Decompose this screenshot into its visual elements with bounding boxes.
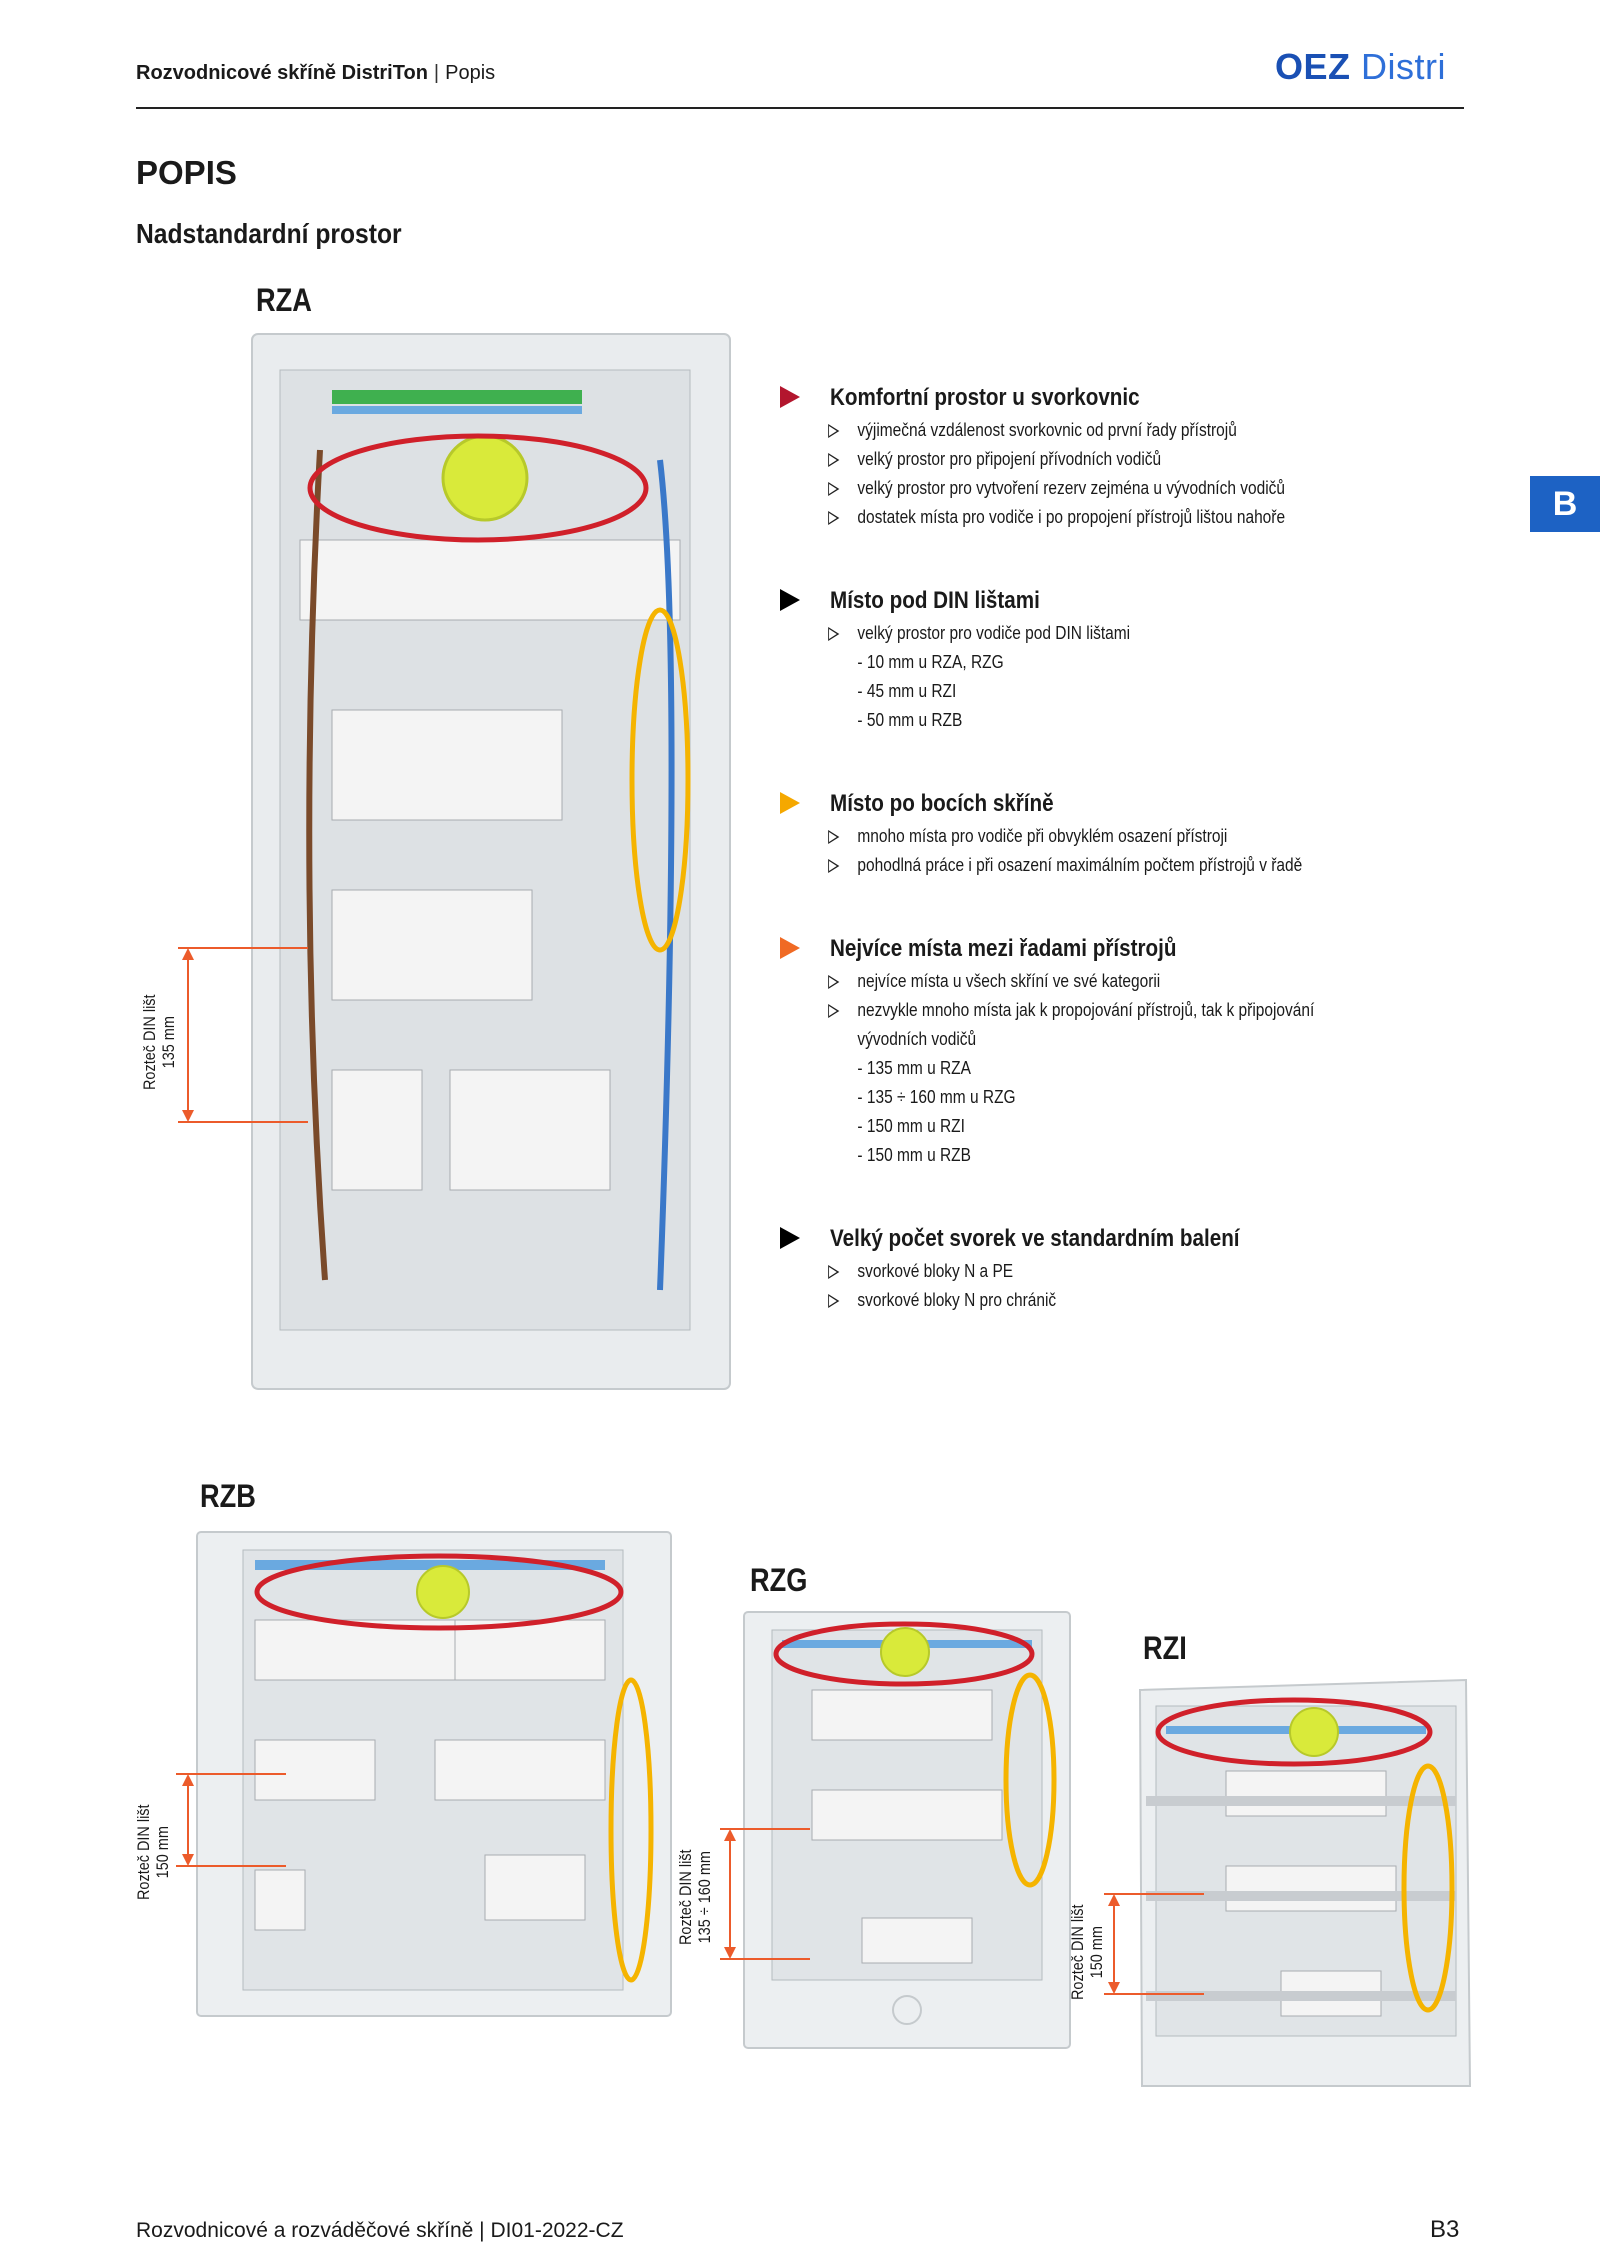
feature-subitem: - 150 mm u RZB — [857, 1145, 971, 1165]
pitch-label-line1: Rozteč DIN lišt — [140, 994, 159, 1090]
rza-pitch-arrow — [178, 947, 308, 1123]
feature-subitem: - 135 mm u RZA — [857, 1058, 971, 1078]
feature-item: nezvykle mnoho místa jak k propojování p… — [780, 996, 1382, 1025]
feature-item: pohodlná práce i při osazení maximálním … — [780, 851, 1382, 880]
footer-text: Rozvodnicové a rozváděčové skříně | DI01… — [136, 2219, 624, 2242]
feature-title: Komfortní prostor u svorkovnic — [830, 384, 1140, 411]
rzi-pitch-label: Rozteč DIN lišt 150 mm — [1068, 1904, 1106, 2000]
page-subtitle: Nadstandardní prostor — [136, 218, 402, 249]
feature-item: velký prostor pro vytvoření rezerv zejmé… — [780, 474, 1382, 503]
feature-subitem: - 45 mm u RZI — [857, 681, 957, 701]
section-tab: B — [1530, 476, 1600, 532]
cabinet-label-rzi: RZI — [1143, 1630, 1187, 1666]
feature-item: nejvíce místa u všech skříní ve své kate… — [780, 967, 1382, 996]
feature-item: velký prostor pro vodiče pod DIN lištami — [780, 619, 1382, 648]
feature-title: Nejvíce místa mezi řadami přístrojů — [830, 935, 1177, 962]
pitch-label-line2: 135 ÷ 160 mm — [695, 1851, 714, 1944]
feature-subitem: - 150 mm u RZI — [857, 1116, 965, 1136]
feature-arrow-icon — [780, 1227, 800, 1249]
feature-item: svorkové bloky N pro chránič — [780, 1286, 1382, 1315]
cabinet-label-rza: RZA — [256, 282, 312, 318]
feature-item: dostatek místa pro vodiče i po propojení… — [780, 503, 1382, 532]
pitch-label-line2: 135 mm — [159, 1016, 178, 1069]
feature-block-1: Komfortní prostor u svorkovnic výjimečná… — [780, 384, 1480, 532]
feature-arrow-icon — [780, 589, 800, 611]
feature-title: Velký počet svorek ve standardním balení — [830, 1225, 1240, 1252]
feature-subitem: vývodních vodičů — [857, 1029, 977, 1049]
rza-cabinet-photo — [251, 333, 731, 1390]
header-separator: | — [433, 62, 440, 84]
rzi-cabinet-photo — [1138, 1678, 1472, 2087]
cabinet-label-rzb: RZB — [200, 1478, 256, 1514]
feature-subitem: - 50 mm u RZB — [857, 710, 963, 730]
feature-arrow-icon — [780, 386, 800, 408]
feature-title: Místo po bocích skříně — [830, 790, 1054, 817]
pitch-label-line1: Rozteč DIN lišt — [1068, 1904, 1087, 2000]
header-section: Popis — [445, 62, 496, 84]
rzb-pitch-arrow — [176, 1773, 286, 1867]
feature-item: výjimečná vzdálenost svorkovnic od první… — [780, 416, 1382, 445]
pitch-label-line2: 150 mm — [1087, 1926, 1106, 1979]
oez-distri-logo: OEZ Distri — [1275, 46, 1446, 88]
feature-block-4: Nejvíce místa mezi řadami přístrojů nejv… — [780, 935, 1480, 1170]
feature-item: velký prostor pro připojení přívodních v… — [780, 445, 1382, 474]
feature-subitem: - 10 mm u RZA, RZG — [857, 652, 1004, 672]
feature-arrow-icon — [780, 792, 800, 814]
cabinet-label-rzg: RZG — [750, 1562, 808, 1598]
header-rule — [136, 107, 1464, 109]
rzg-cabinet-photo — [743, 1611, 1071, 2049]
pitch-label-line2: 150 mm — [153, 1826, 172, 1879]
feature-arrow-icon — [780, 937, 800, 959]
rzb-cabinet-photo — [196, 1531, 672, 2017]
pitch-label-line1: Rozteč DIN lišt — [676, 1849, 695, 1945]
rza-pitch-label: Rozteč DIN lišt 135 mm — [140, 994, 178, 1090]
feature-title: Místo pod DIN lištami — [830, 587, 1040, 614]
feature-block-2: Místo pod DIN lištami velký prostor pro … — [780, 587, 1480, 735]
page-number: B3 — [1430, 2216, 1460, 2243]
feature-item: svorkové bloky N a PE — [780, 1257, 1382, 1286]
feature-block-5: Velký počet svorek ve standardním balení… — [780, 1225, 1480, 1315]
feature-item: mnoho místa pro vodiče při obvyklém osaz… — [780, 822, 1382, 851]
logo-brand: OEZ — [1275, 46, 1351, 87]
page-title: POPIS — [136, 154, 237, 191]
header-title: Rozvodnicové skříně DistriTon|Popis — [136, 62, 495, 85]
rzi-pitch-arrow — [1104, 1893, 1204, 1995]
feature-subitem: - 135 ÷ 160 mm u RZG — [857, 1087, 1016, 1107]
rzg-pitch-arrow — [720, 1828, 810, 1960]
header-doc-title: Rozvodnicové skříně DistriTon — [136, 62, 428, 84]
pitch-label-line1: Rozteč DIN lišt — [134, 1804, 153, 1900]
rzb-pitch-label: Rozteč DIN lišt 150 mm — [134, 1804, 172, 1900]
rzg-pitch-label: Rozteč DIN lišt 135 ÷ 160 mm — [676, 1849, 714, 1945]
logo-product: Distri — [1361, 46, 1447, 87]
feature-block-3: Místo po bocích skříně mnoho místa pro v… — [780, 790, 1480, 880]
